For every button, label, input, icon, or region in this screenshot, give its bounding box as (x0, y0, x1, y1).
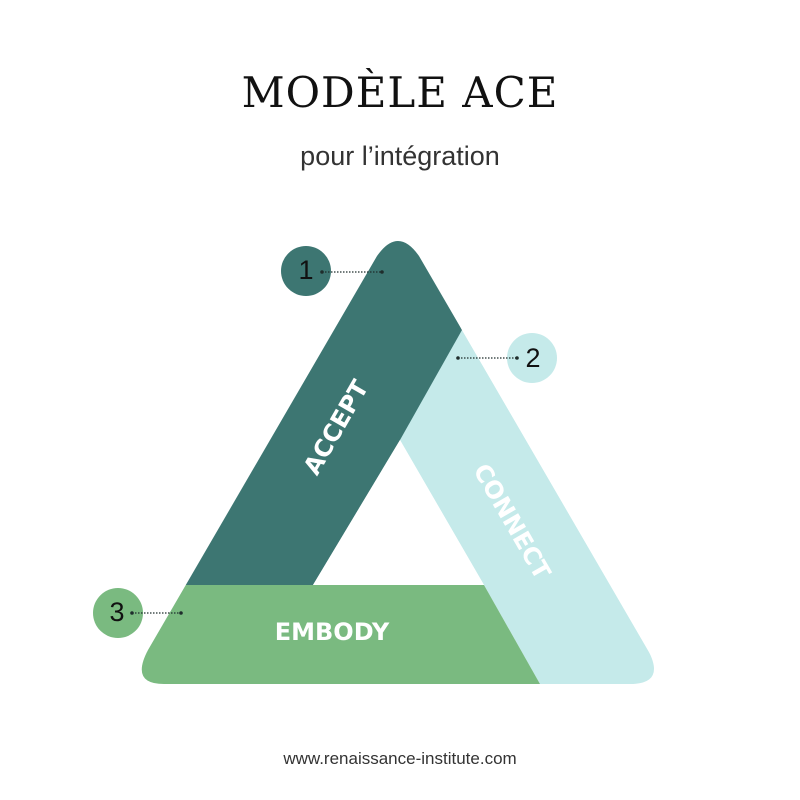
page-subtitle: pour l’intégration (300, 141, 500, 171)
embody-segment (141, 585, 540, 684)
marker-3: 3 (93, 588, 183, 638)
svg-text:3: 3 (109, 597, 124, 627)
page-title: MODÈLE ACE (241, 68, 559, 117)
marker-2: 2 (456, 333, 557, 383)
marker-1: 1 (281, 246, 384, 296)
embody-label: EMBODY (275, 618, 390, 646)
website-url: www.renaissance-institute.com (283, 749, 517, 768)
connect-segment (380, 330, 654, 684)
svg-text:1: 1 (298, 255, 313, 285)
svg-text:2: 2 (525, 343, 540, 373)
